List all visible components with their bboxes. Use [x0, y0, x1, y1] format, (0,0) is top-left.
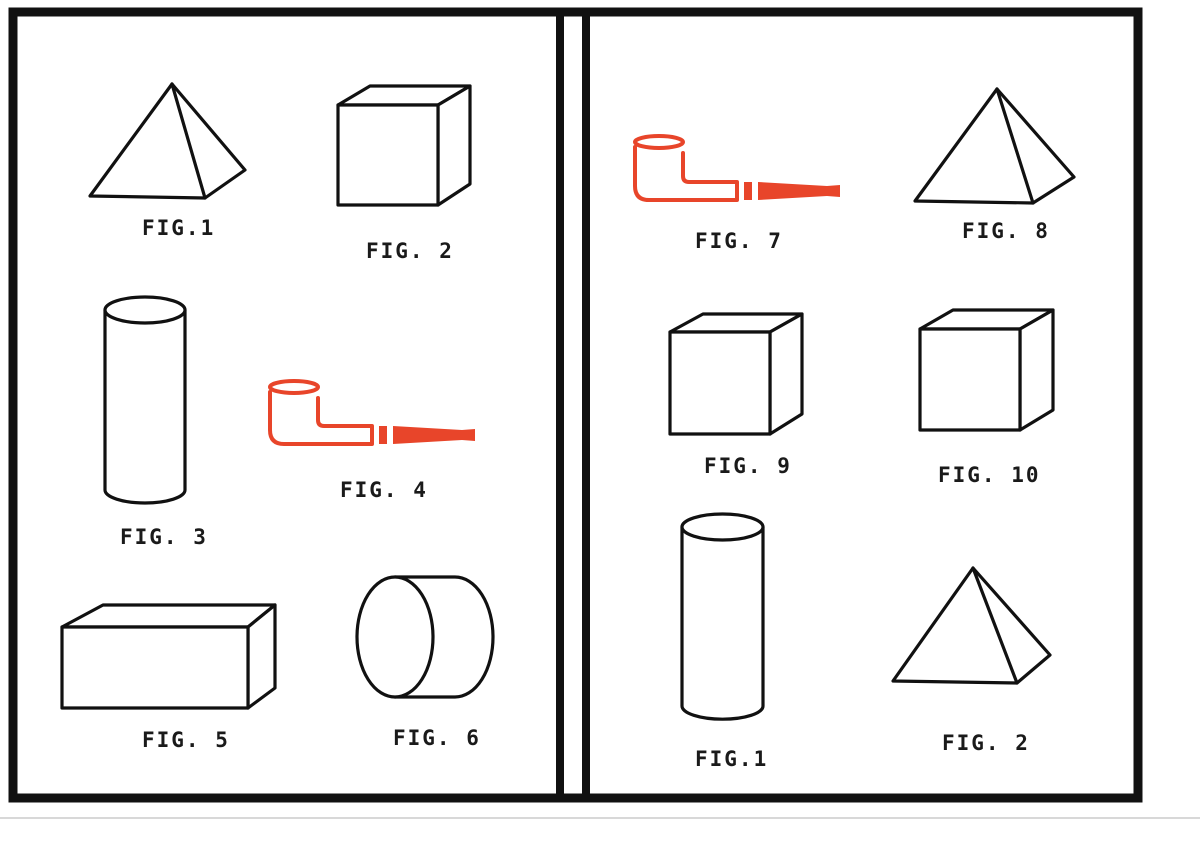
figure-label: FIG. 10: [938, 463, 1041, 487]
pipe-icon: [268, 379, 475, 446]
left-figure-2: FIG. 2: [336, 84, 472, 263]
right-figure-7: FIG. 7: [633, 134, 840, 253]
figure-label: FIG. 2: [366, 239, 454, 263]
pipe-icon: [633, 134, 840, 202]
cylinder-shape: [680, 512, 765, 721]
left-figure-3: FIG. 3: [103, 295, 208, 549]
rectangular-box-shape: [60, 603, 277, 710]
cylinder-shape: [103, 295, 187, 505]
left-figure-5: FIG. 5: [60, 603, 277, 752]
left-figure-1: FIG.1: [88, 82, 247, 240]
figure-label: FIG. 5: [142, 728, 230, 752]
right-figure-9: FIG. 9: [668, 312, 804, 478]
figure-label: FIG. 2: [942, 731, 1030, 755]
left-figure-6: FIG. 6: [355, 575, 495, 750]
figure-label: FIG. 6: [393, 726, 481, 750]
figure-label: FIG.1: [695, 747, 768, 771]
figure-label: FIG. 8: [962, 219, 1050, 243]
cube-shape: [918, 308, 1055, 432]
right-figure-8: FIG. 8: [913, 87, 1076, 243]
right-figure-10: FIG. 10: [918, 308, 1055, 487]
figure-label: FIG.1: [142, 216, 215, 240]
figure-label: FIG. 3: [120, 525, 208, 549]
left-panel: FIG.1 FIG. 2 FIG. 3: [60, 82, 495, 752]
pyramid-shape: [88, 82, 247, 200]
right-figure-1: FIG.1: [680, 512, 768, 771]
figure-label: FIG. 4: [340, 478, 428, 502]
figure-label: FIG. 7: [695, 229, 783, 253]
right-figure-2: FIG. 2: [891, 566, 1052, 755]
figure-label: FIG. 9: [704, 454, 792, 478]
right-panel: FIG. 7 FIG. 8 FIG. 9: [633, 87, 1076, 771]
drum-shape: [355, 575, 495, 699]
left-figure-4: FIG. 4: [268, 379, 475, 502]
cube-shape: [336, 84, 472, 207]
pyramid-shape: [891, 566, 1052, 685]
cube-shape: [668, 312, 804, 436]
outer-border: [8, 7, 1143, 803]
panel-frame: [8, 7, 1143, 803]
pyramid-shape: [913, 87, 1076, 205]
